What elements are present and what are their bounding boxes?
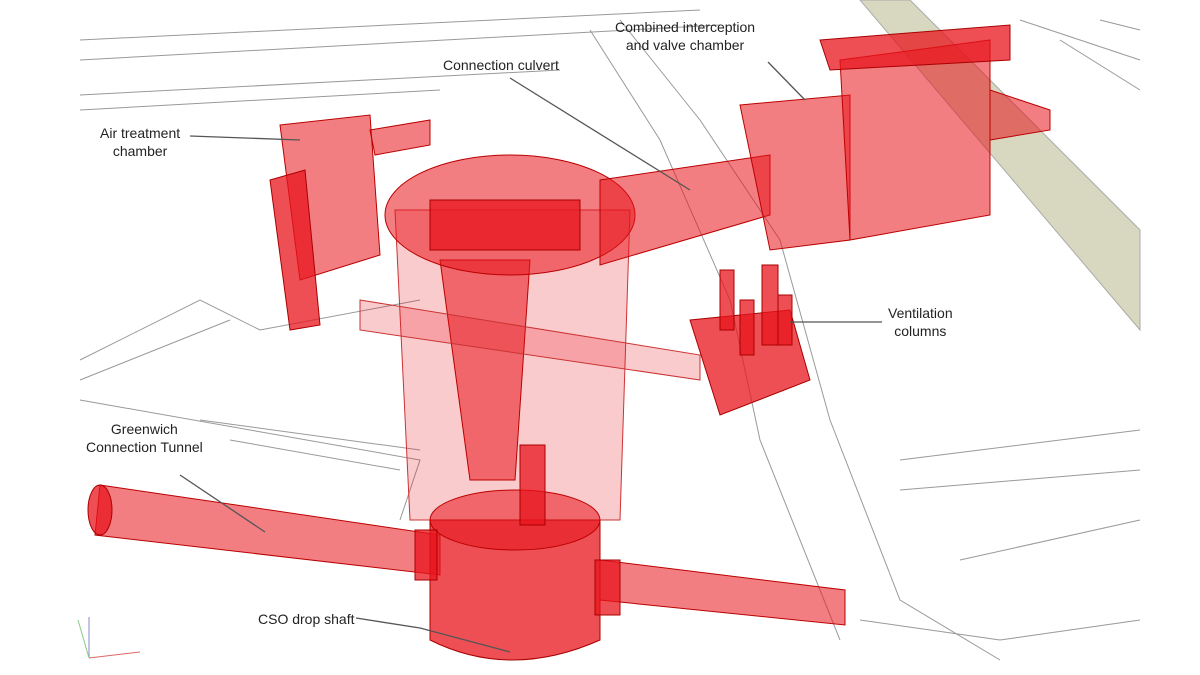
label-line: and valve chamber xyxy=(625,37,745,53)
site-outlines xyxy=(79,9,1141,661)
label-line: Combined interception xyxy=(615,19,756,35)
connection-culvert xyxy=(599,154,771,266)
cso-drop-shaft xyxy=(414,444,621,661)
label-cso-drop-shaft: CSO drop shaft xyxy=(258,611,355,627)
label-line: Ventilation xyxy=(888,305,953,321)
label-connection-culvert: Connection culvert xyxy=(443,57,559,73)
main-shaft xyxy=(384,154,636,521)
leader-lines xyxy=(179,61,882,653)
label-combined-chamber: Combined interception and valve chamber xyxy=(615,18,755,54)
label-line: chamber xyxy=(112,143,168,159)
ventilation-columns xyxy=(689,264,811,416)
combined-chamber xyxy=(739,24,1051,251)
greenwich-connection-tunnel xyxy=(87,484,846,626)
label-air-treatment-chamber: Air treatment chamber xyxy=(100,124,180,160)
label-line: Greenwich xyxy=(110,421,178,437)
label-line: columns xyxy=(894,323,947,339)
axis-triad-icon xyxy=(77,617,141,659)
label-line: Connection Tunnel xyxy=(86,439,203,455)
label-line: Air treatment xyxy=(100,125,181,141)
label-greenwich-tunnel: Greenwich Connection Tunnel xyxy=(86,420,203,456)
air-treatment-chamber xyxy=(269,114,701,381)
label-ventilation-columns: Ventilation columns xyxy=(888,304,953,340)
